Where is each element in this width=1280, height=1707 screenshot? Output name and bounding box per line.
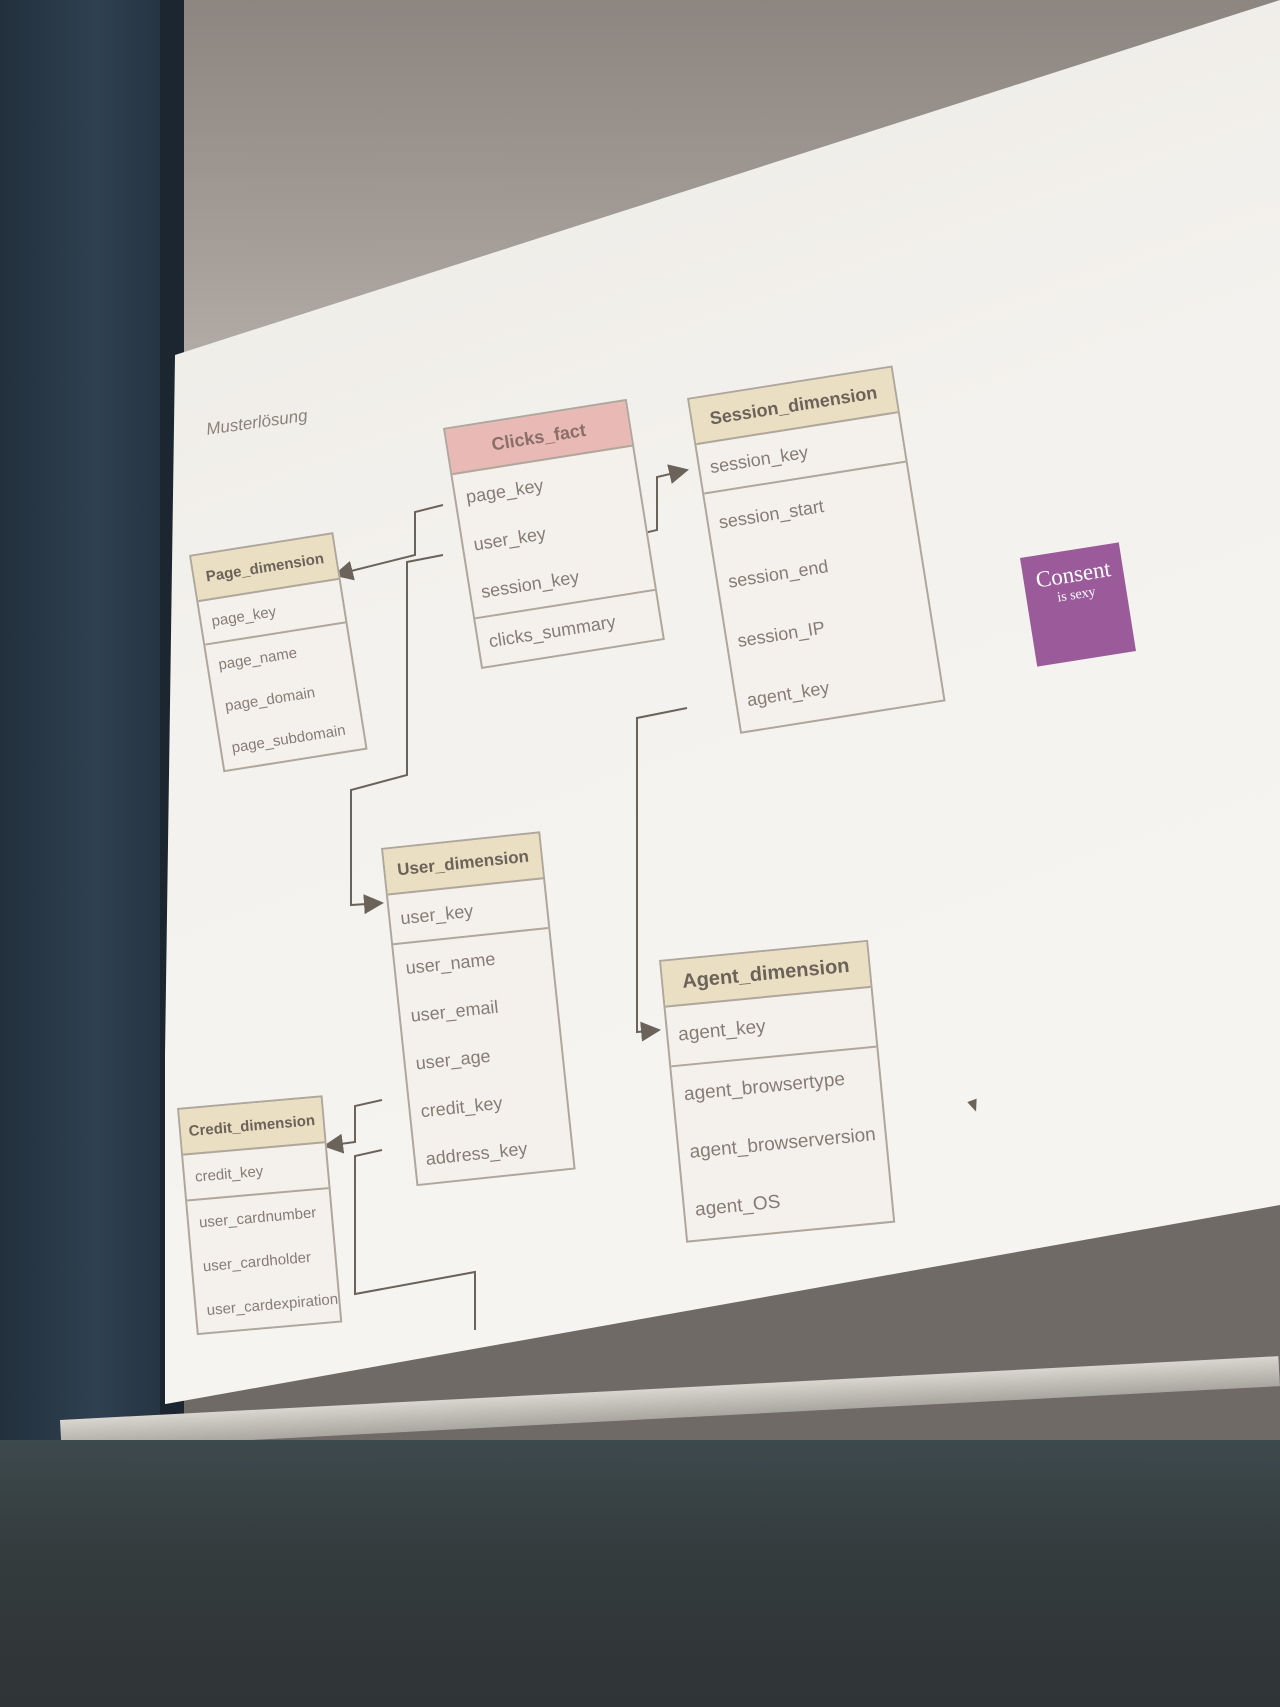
table-credit-dimension: Credit_dimension credit_key user_cardnum… <box>177 1095 343 1336</box>
chalkboard <box>0 1440 1280 1707</box>
table-agent-dimension: Agent_dimension agent_key agent_browsert… <box>659 939 896 1243</box>
link-user-key <box>350 554 444 915</box>
consent-sticker: Consent is sexy <box>1020 542 1136 667</box>
table-clicks-fact: Clicks_fact page_key user_key session_ke… <box>443 398 665 669</box>
link-page-key <box>333 504 444 581</box>
link-address-key <box>354 1149 476 1330</box>
link-credit-key <box>323 1099 383 1154</box>
projection-screen: Musterlösung Clicks_fact page_key user_k… <box>165 0 1280 1420</box>
screen-frame-left <box>0 0 175 1450</box>
link-agent-key <box>636 707 688 1042</box>
